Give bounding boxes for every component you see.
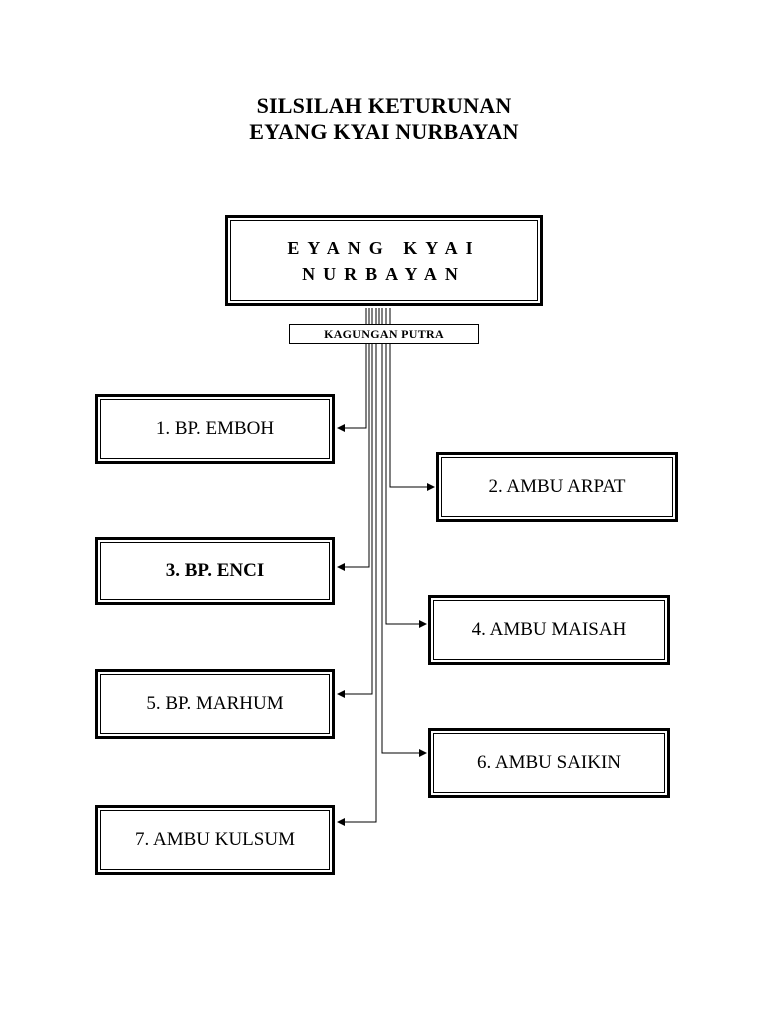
relation-label: KAGUNGAN PUTRA: [289, 324, 479, 344]
diagram-title-line-1: SILSILAH KETURUNAN: [256, 93, 512, 118]
child-node-6: 6. AMBU SAIKIN: [428, 728, 670, 798]
connector-child-4: [385, 308, 427, 628]
connector-child-7: [337, 308, 377, 826]
child-label-7: 7. AMBU KULSUM: [135, 829, 295, 850]
child-label-2: 2. AMBU ARPAT: [488, 476, 626, 497]
root-name-line-1: EYANG KYAI: [287, 237, 481, 258]
child-label-4: 4. AMBU MAISAH: [471, 619, 627, 640]
root-node: EYANG KYAI NURBAYAN: [225, 215, 543, 306]
child-label-5: 5. BP. MARHUM: [146, 693, 284, 714]
child-node-7: 7. AMBU KULSUM: [95, 805, 335, 875]
connector-child-6: [381, 308, 427, 757]
child-node-5: 5. BP. MARHUM: [95, 669, 335, 739]
child-label-6: 6. AMBU SAIKIN: [476, 752, 622, 773]
diagram-title-line-2: EYANG KYAI NURBAYAN: [249, 119, 519, 144]
child-node-4: 4. AMBU MAISAH: [428, 595, 670, 665]
child-node-2: 2. AMBU ARPAT: [436, 452, 678, 522]
child-node-3: 3. BP. ENCI: [95, 537, 335, 605]
connector-child-5: [337, 308, 373, 698]
connector-child-3: [337, 308, 370, 571]
child-node-1: 1. BP. EMBOH: [95, 394, 335, 464]
root-name-line-2: NURBAYAN: [302, 263, 466, 284]
child-label-3: 3. BP. ENCI: [165, 560, 265, 581]
child-label-1: 1. BP. EMBOH: [155, 418, 275, 439]
